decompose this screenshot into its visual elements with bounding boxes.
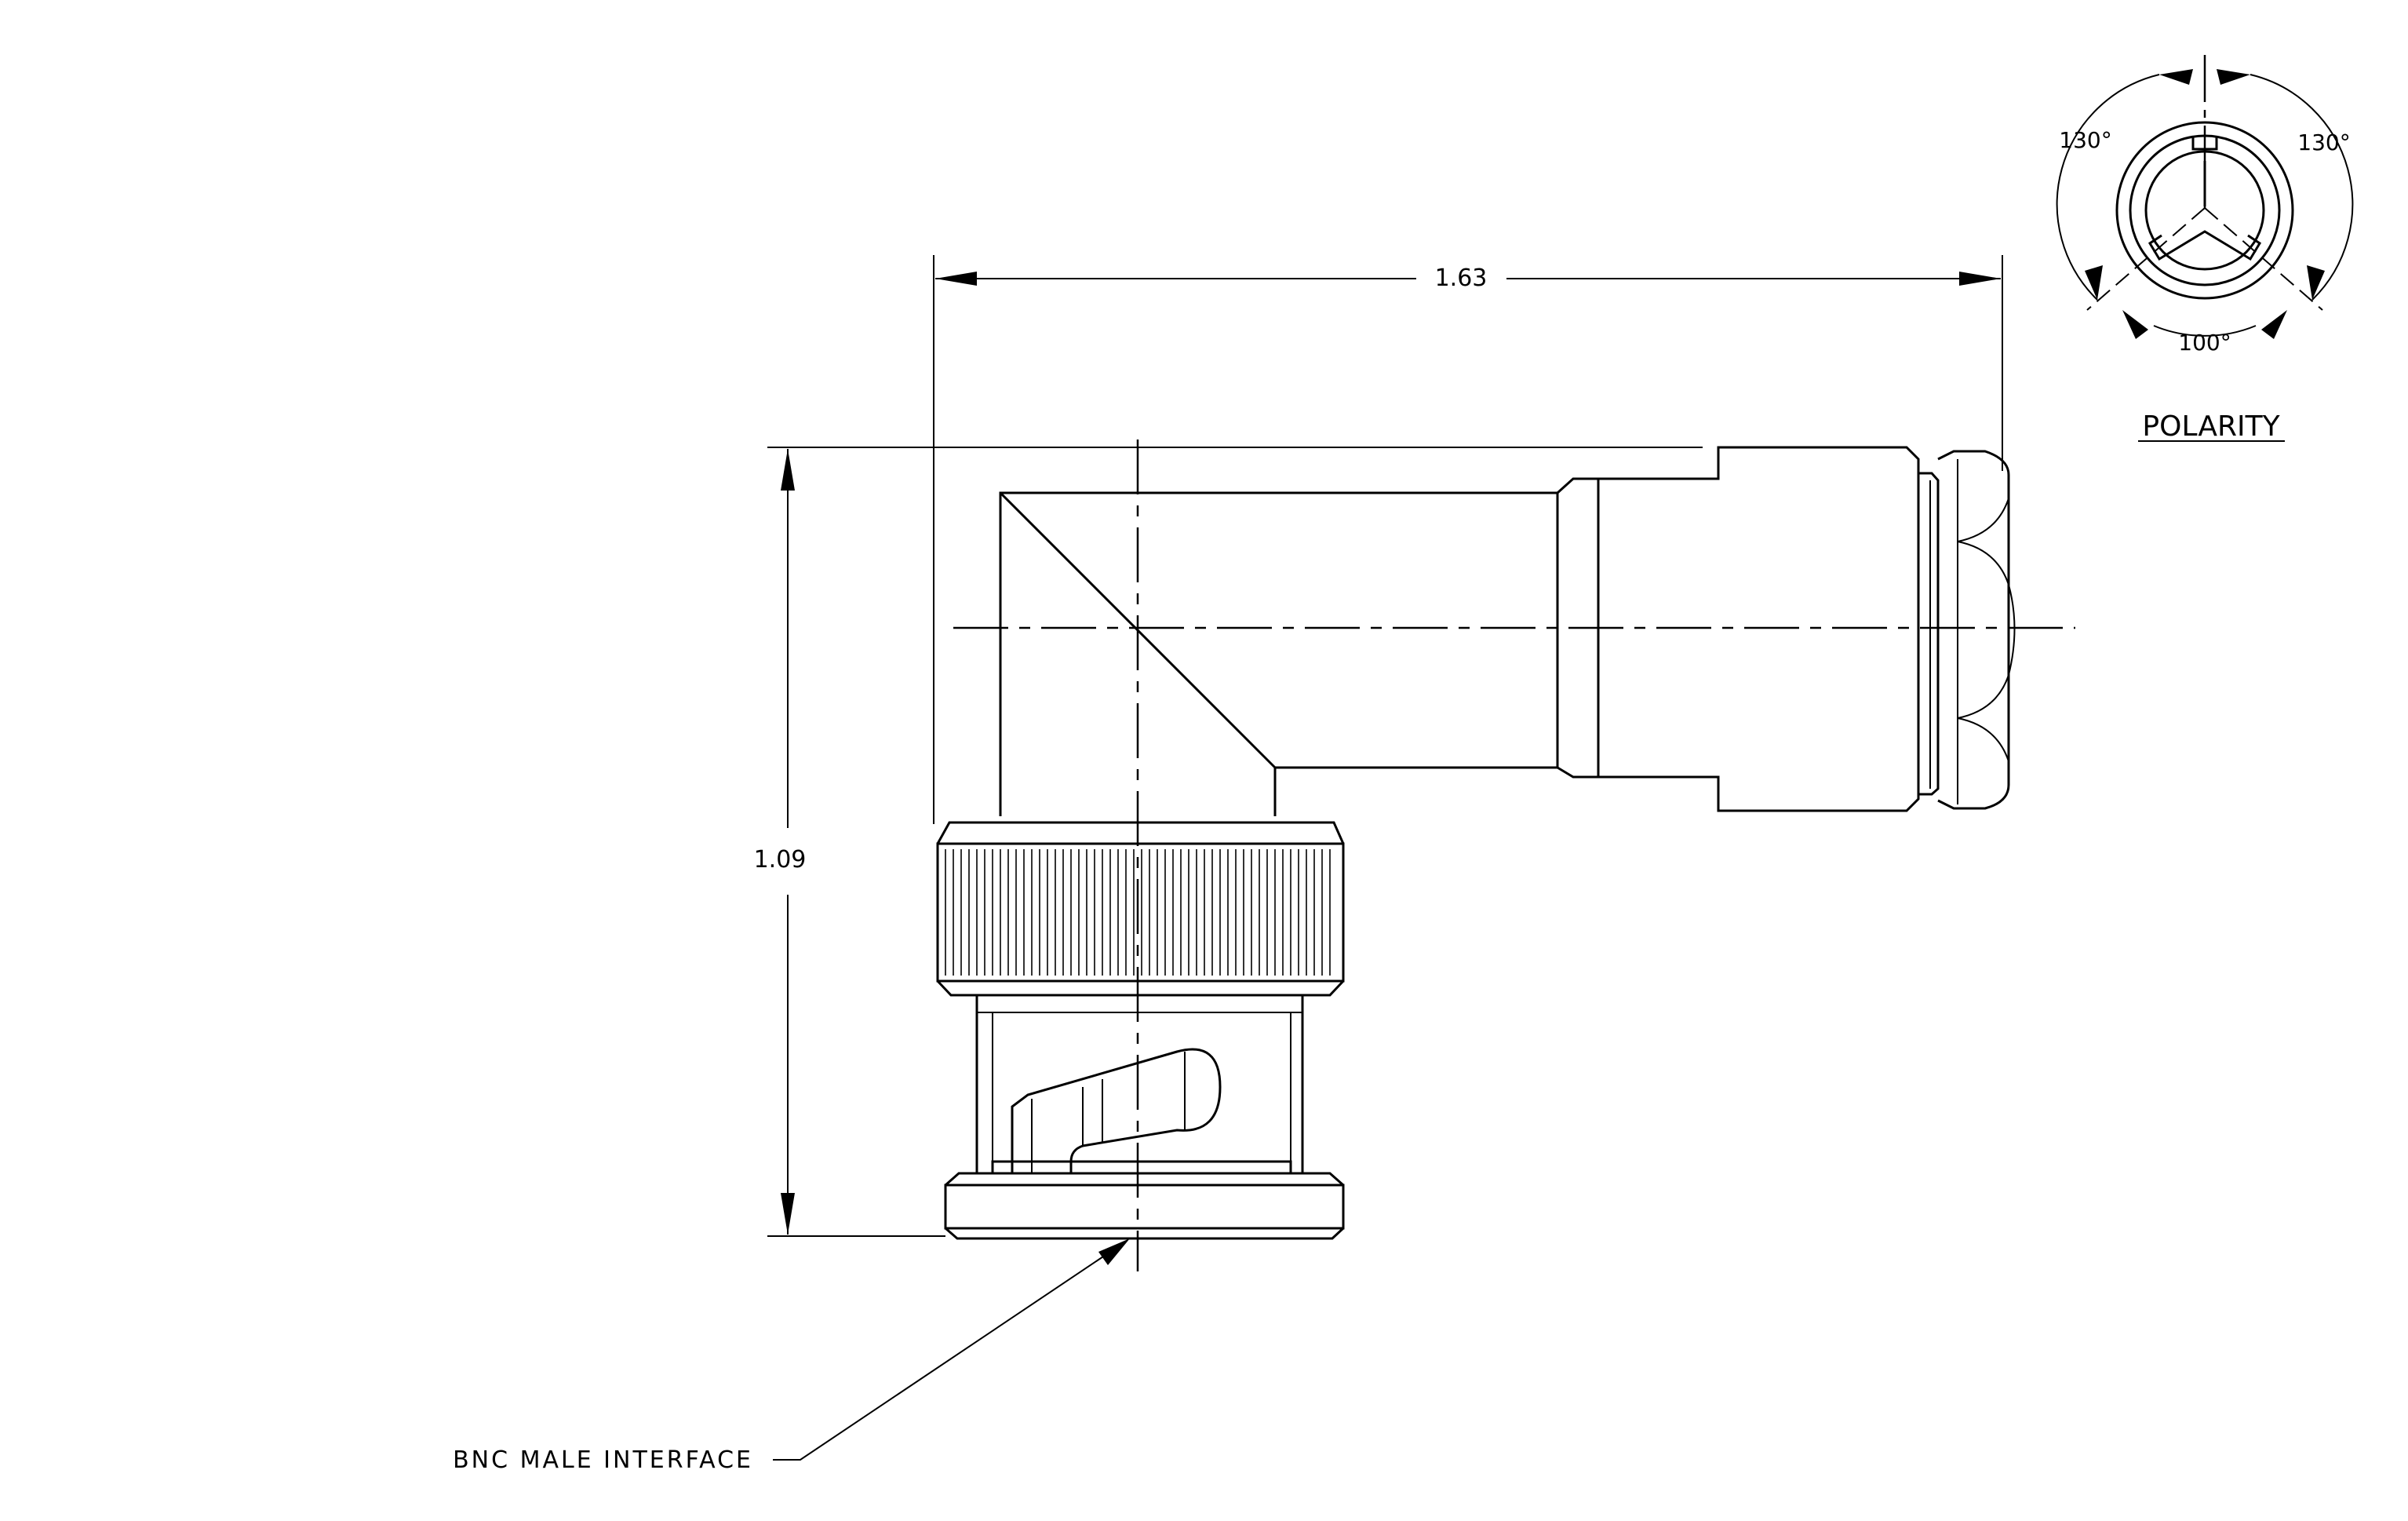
polarity-title: POLARITY	[2142, 410, 2280, 443]
polarity-angle-right: 130°	[2297, 129, 2350, 155]
interface-callout-label: BNC MALE INTERFACE	[453, 1446, 753, 1474]
polarity-detail: 130° 130° 100° POLARITY	[2056, 55, 2354, 443]
height-dimension: 1.09	[754, 447, 1703, 1237]
height-dimension-label: 1.09	[754, 846, 807, 874]
polarity-angle-bottom: 100°	[2178, 330, 2231, 356]
center-lines	[953, 440, 2075, 1271]
coupling-nut	[936, 821, 1345, 997]
connector-body	[999, 446, 2016, 816]
width-dimension-label: 1.63	[1435, 264, 1488, 292]
polarity-angle-left: 130°	[2059, 127, 2111, 153]
bayonet-section	[944, 995, 1345, 1240]
width-dimension: 1.63	[933, 255, 2003, 824]
knurl-lines	[945, 849, 1331, 976]
interface-callout: BNC MALE INTERFACE	[453, 1238, 1130, 1474]
